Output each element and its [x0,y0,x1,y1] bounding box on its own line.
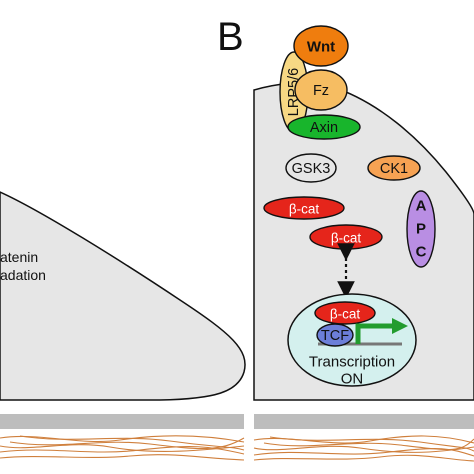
beta-catenin-1-label: β-cat [289,202,320,217]
ck1-label: CK1 [380,161,408,177]
gsk3-label: GSK3 [292,161,331,177]
panel-letter: B [217,15,244,59]
left-panel-label-line1: atenin [0,249,38,265]
substrate-bar-left [0,414,244,429]
beta-catenin-2-label: β-cat [331,231,362,246]
transcription-status-line2: ON [341,371,364,388]
ck1-protein [367,155,421,181]
apc-letter-a: A [416,198,427,215]
left-cell [0,191,246,401]
beta-catenin-nuclear-label: β-cat [330,307,361,322]
transcription-arrow-head [392,318,408,334]
matrix-fibers [0,435,474,462]
fz-label: Fz [313,83,329,99]
axin-protein [287,114,361,140]
wnt-label: Wnt [307,39,335,56]
beta-catenin-1 [263,196,345,220]
transcription-status-line1: Transcription [309,354,395,371]
apc-letter-c: C [416,244,427,261]
substrate-bar-right [254,414,474,429]
gsk3-protein [285,153,337,183]
tcf-label: TCF [321,328,349,344]
frizzled-receptor [294,69,348,111]
wnt-ligand [293,25,349,67]
left-panel-label-line2: adation [0,267,46,283]
beta-catenin-nuclear [314,301,376,325]
apc-letter-p: P [416,221,426,238]
transcription-arrow [355,323,394,344]
apc-protein [406,190,436,268]
axin-label: Axin [310,120,338,136]
